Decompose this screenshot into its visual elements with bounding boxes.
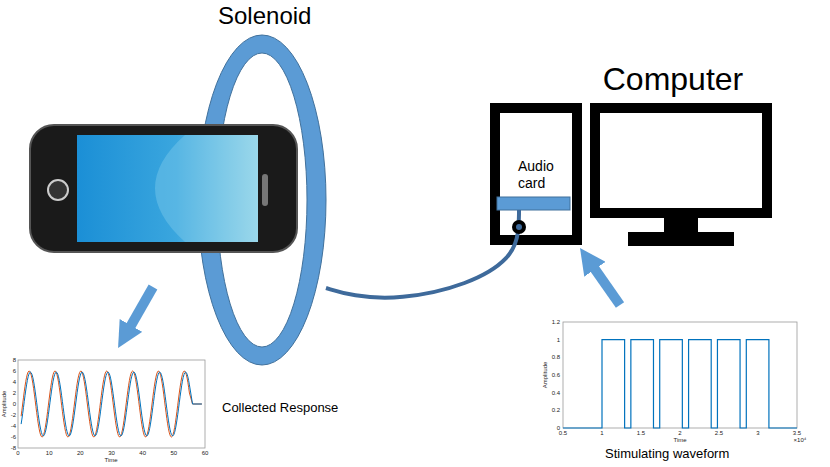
plot-frame bbox=[563, 322, 797, 428]
tick-label: 1.5 bbox=[637, 430, 645, 436]
node-label: Collected Response bbox=[222, 352, 346, 416]
tower-inner bbox=[500, 113, 572, 235]
tick-label: 3 bbox=[756, 430, 759, 436]
audio-cable bbox=[326, 210, 519, 298]
tick-label: 2 bbox=[13, 390, 16, 396]
tick-label: -6 bbox=[11, 434, 16, 440]
tick-label: 4 bbox=[13, 379, 16, 385]
response-trace bbox=[21, 372, 202, 436]
monitor-base bbox=[628, 232, 734, 246]
audio-jack-core bbox=[516, 224, 522, 230]
computer: ComputerAudio card bbox=[488, 58, 775, 248]
phone-button bbox=[48, 180, 68, 200]
pointer-arrow bbox=[127, 287, 153, 332]
node-label: Stimulating waveform bbox=[605, 305, 795, 462]
tick-label: 0.8 bbox=[552, 354, 560, 360]
axis-title: Amplitude bbox=[1, 391, 7, 418]
signal-arrow bbox=[590, 263, 620, 305]
monitor-neck bbox=[664, 218, 698, 233]
tick-label: 0.2 bbox=[552, 407, 560, 413]
response-chart bbox=[18, 360, 205, 448]
tick-label: -2 bbox=[11, 412, 16, 418]
tick-label: 50 bbox=[171, 450, 178, 456]
audio-card: Audio card bbox=[497, 152, 570, 210]
tick-label: 1.2 bbox=[552, 319, 560, 325]
stimulus-chart bbox=[563, 322, 797, 428]
tick-label: 6 bbox=[13, 368, 16, 374]
monitor-screen bbox=[600, 113, 762, 208]
tick-label: 20 bbox=[77, 450, 84, 456]
tick-label: 0.5 bbox=[559, 430, 567, 436]
solenoid: Solenoid bbox=[197, 2, 326, 368]
tick-label: 2 bbox=[678, 430, 681, 436]
tick-label: 0.4 bbox=[552, 390, 560, 396]
tick-label: 1 bbox=[557, 337, 560, 343]
tick-label: 10 bbox=[46, 450, 53, 456]
tick-label: 2.5 bbox=[715, 430, 723, 436]
monitor-frame bbox=[590, 103, 772, 218]
audio-card-slot bbox=[497, 197, 570, 210]
response-trace bbox=[21, 371, 202, 437]
axis-title: Time bbox=[104, 457, 117, 463]
screen-sheen bbox=[155, 135, 258, 242]
node-label: Computer bbox=[578, 58, 768, 98]
tick-label: 8 bbox=[13, 357, 16, 363]
axis-title: Time bbox=[673, 437, 686, 443]
plot-frame bbox=[18, 360, 205, 448]
tick-label: 0.6 bbox=[552, 372, 560, 378]
tick-label: 3.5 bbox=[793, 430, 801, 436]
tick-label: 60 bbox=[202, 450, 209, 456]
tick-label: -4 bbox=[11, 423, 16, 429]
tick-label: -8 bbox=[11, 445, 16, 451]
tick-label: 1 bbox=[600, 430, 603, 436]
phone-speaker bbox=[262, 174, 268, 206]
response-plot: Collected Response bbox=[2, 352, 348, 460]
tick-label: 40 bbox=[139, 450, 146, 456]
node-label: Solenoid bbox=[218, 2, 324, 31]
tick-label: 0 bbox=[16, 450, 19, 456]
node-label: Audio card bbox=[518, 152, 568, 192]
computer-drawing bbox=[490, 103, 772, 246]
phone-screen bbox=[77, 135, 258, 242]
tick-label: 0 bbox=[13, 401, 16, 407]
square-wave bbox=[563, 340, 797, 428]
tick-label: 30 bbox=[108, 450, 115, 456]
tower-case bbox=[490, 103, 582, 245]
smartphone bbox=[30, 125, 297, 252]
axis-title: Amplitude bbox=[542, 362, 548, 389]
phone-body bbox=[30, 125, 297, 252]
axis-title: ×10⁴ bbox=[794, 437, 807, 443]
audio-jack bbox=[512, 220, 526, 234]
